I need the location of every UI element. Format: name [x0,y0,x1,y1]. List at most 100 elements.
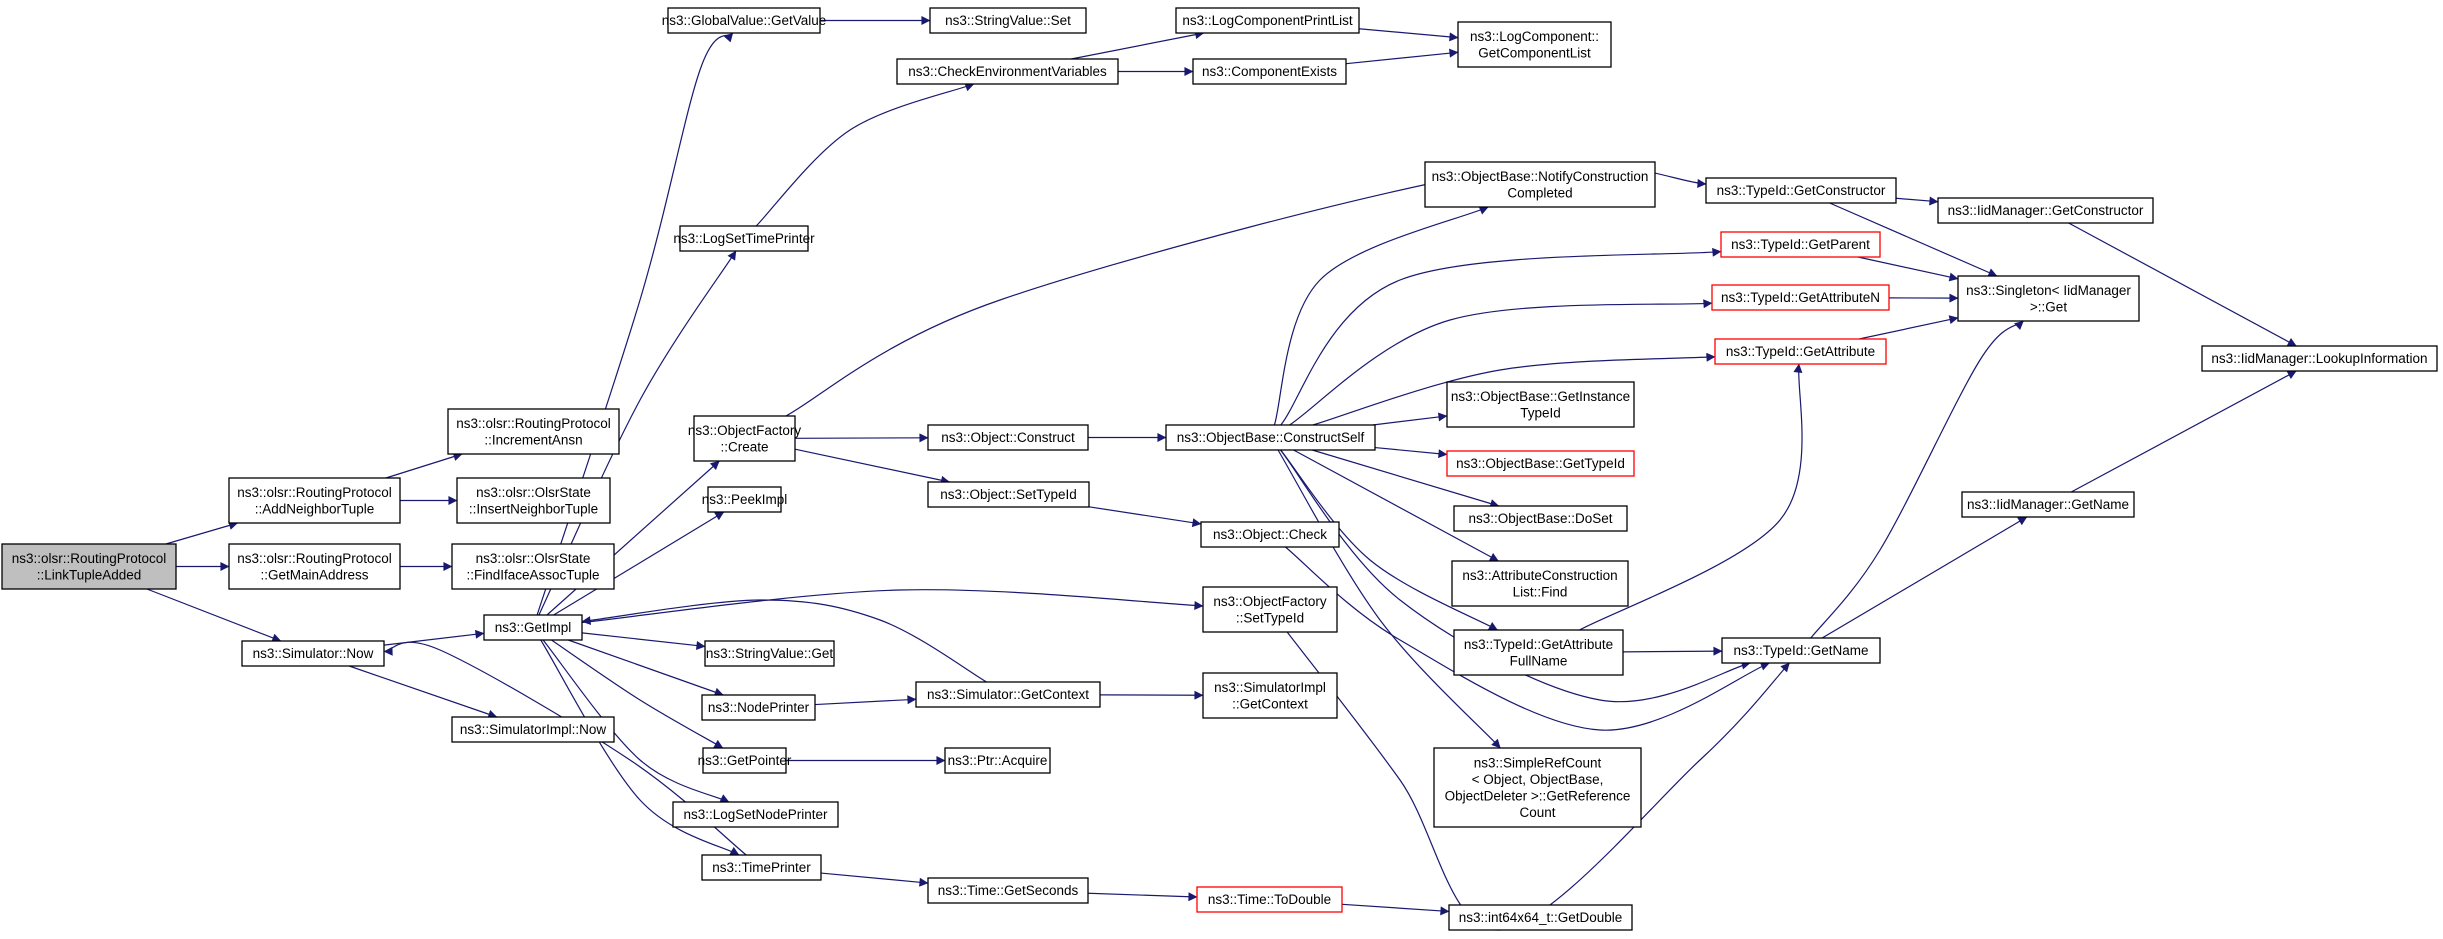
node-box [915,681,1101,708]
node-label: ns3::SimulatorImpl::Now [460,722,607,737]
node-getMainAddress[interactable]: ns3::olsr::RoutingProtocol::GetMainAddre… [228,543,401,590]
node-simImplNow[interactable]: ns3::SimulatorImpl::Now [451,716,615,743]
node-label: ns3::LogSetTimePrinter [673,231,815,246]
node-logCompGetList[interactable]: ns3::LogComponent::GetComponentList [1457,21,1612,68]
node-svSet[interactable]: ns3::StringValue::Set [929,7,1087,34]
node-label: < Object, ObjectBase, [1472,772,1604,787]
node-box [447,408,620,455]
node-label: ns3::CheckEnvironmentVariables [908,64,1107,79]
node-label: ns3::NodePrinter [708,700,810,715]
node-box [1457,21,1612,68]
node-int64GetDouble[interactable]: ns3::int64x64_t::GetDouble [1448,904,1633,931]
node-simNow[interactable]: ns3::Simulator::Now [241,640,385,667]
node-box [1433,747,1642,828]
edge-tidGetParent-to-singletonGet [1857,256,1959,282]
node-ptrAcquire[interactable]: ns3::Ptr::Acquire [944,747,1051,774]
node-incAnsn[interactable]: ns3::olsr::RoutingProtocol::IncrementAns… [447,408,620,455]
edge-logCompPrintList-to-logCompGetList [1358,28,1459,42]
edge-obConstructSelf-to-obGetInstance [1372,412,1448,426]
node-box [1721,637,1881,664]
node-label: ns3::Time::ToDouble [1208,892,1331,907]
node-label: ns3::Singleton< IidManager [1966,283,2131,298]
node-box [1453,505,1628,532]
node-iidGetName[interactable]: ns3::IidManager::GetName [1961,491,2135,518]
edge-obConstructSelf-to-tidGetAttrN [1289,299,1713,426]
node-insertNeighbor[interactable]: ns3::olsr::OlsrState::InsertNeighborTupl… [456,477,611,524]
node-timeToDouble[interactable]: ns3::Time::ToDouble [1196,886,1343,913]
node-box [667,7,821,34]
node-box [1424,161,1656,208]
node-box [451,716,615,743]
node-logSetTimePrinter[interactable]: ns3::LogSetTimePrinter [673,225,815,252]
node-peekImpl[interactable]: ns3::PeekImpl [702,486,788,513]
node-tidGetConstructor[interactable]: ns3::TypeId::GetConstructor [1705,177,1897,204]
node-label: ns3::TypeId::GetName [1733,643,1868,658]
node-checkEnv[interactable]: ns3::CheckEnvironmentVariables [896,58,1119,85]
node-findIface[interactable]: ns3::olsr::OlsrState::FindIfaceAssocTupl… [451,543,615,590]
node-singletonGet[interactable]: ns3::Singleton< IidManager>::Get [1957,275,2140,322]
node-label: ns3::GlobalValue::GetValue [662,13,827,28]
node-label: ::Create [720,439,768,454]
node-label: ns3::GetPointer [698,753,792,768]
node-simpleRefCount[interactable]: ns3::SimpleRefCount< Object, ObjectBase,… [1433,747,1642,828]
node-obDoSet[interactable]: ns3::ObjectBase::DoSet [1453,505,1628,532]
node-tidGetName[interactable]: ns3::TypeId::GetName [1721,637,1881,664]
edge-iidGetName-to-iidLookup [2070,370,2297,493]
node-obGetTypeId[interactable]: ns3::ObjectBase::GetTypeId [1446,450,1635,477]
edge-tidGetConstructor-to-singletonGet [1829,202,1998,277]
node-getPointer[interactable]: ns3::GetPointer [698,747,792,774]
edge-obConstructSelf-to-tidGetParent [1280,247,1722,426]
node-logCompPrintList[interactable]: ns3::LogComponentPrintList [1175,7,1360,34]
node-nodePrinter[interactable]: ns3::NodePrinter [701,694,816,721]
node-label: ns3::ObjectFactory [1213,594,1327,609]
node-svGet[interactable]: ns3::StringValue::Get [704,640,835,667]
node-iidLookup[interactable]: ns3::IidManager::LookupInformation [2201,345,2438,372]
node-compExists[interactable]: ns3::ComponentExists [1192,58,1347,85]
edge-iidGetConstructor-to-iidLookup [2068,222,2297,347]
edge-tidGetConstructor-to-iidGetConstructor [1895,196,1939,206]
node-box [701,694,816,721]
edge-obConstructSelf-to-obNotify [1273,206,1489,426]
node-box [929,7,1087,34]
node-gvGetValue[interactable]: ns3::GlobalValue::GetValue [662,7,827,34]
node-box [707,486,782,513]
node-label: ns3::AttributeConstruction [1462,568,1617,583]
node-objSetTypeId[interactable]: ns3::Object::SetTypeId [927,481,1090,508]
edge-obConstructSelf-to-attrConstrFind [1293,449,1499,562]
node-obNotify[interactable]: ns3::ObjectBase::NotifyConstructionCompl… [1424,161,1656,208]
edge-simNow-to-simImplNow [348,665,498,719]
edge-timeToDouble-to-int64GetDouble [1341,903,1450,916]
node-simGetContext[interactable]: ns3::Simulator::GetContext [915,681,1101,708]
node-label: ns3::int64x64_t::GetDouble [1459,910,1623,925]
node-timePrinter[interactable]: ns3::TimePrinter [701,854,822,881]
node-addNeighbor[interactable]: ns3::olsr::RoutingProtocol::AddNeighborT… [228,477,401,524]
node-box [228,543,401,590]
node-label: ns3::Object::SetTypeId [940,487,1077,502]
node-iidGetConstructor[interactable]: ns3::IidManager::GetConstructor [1937,197,2154,224]
node-objConstruct[interactable]: ns3::Object::Construct [927,424,1089,451]
node-obConstructSelf[interactable]: ns3::ObjectBase::ConstructSelf [1165,424,1376,451]
node-logSetNodePrinter[interactable]: ns3::LogSetNodePrinter [672,801,839,828]
node-tidGetAttrN[interactable]: ns3::TypeId::GetAttributeN [1711,284,1890,311]
node-ofSetTypeId[interactable]: ns3::ObjectFactory::SetTypeId [1202,586,1338,633]
node-timeGetSeconds[interactable]: ns3::Time::GetSeconds [927,877,1089,904]
node-tidGetAttr[interactable]: ns3::TypeId::GetAttribute [1714,338,1887,365]
node-label: ns3::ComponentExists [1202,64,1337,79]
node-box [927,877,1089,904]
node-objFactoryCreate[interactable]: ns3::ObjectFactory::Create [688,415,802,462]
node-box [1451,560,1629,607]
node-box [241,640,385,667]
node-box [1705,177,1897,204]
node-label: ::GetMainAddress [260,567,368,582]
node-simImplGetContext[interactable]: ns3::SimulatorImpl::GetContext [1202,672,1338,719]
node-root[interactable]: ns3::olsr::RoutingProtocol::LinkTupleAdd… [1,543,177,590]
node-getImpl[interactable]: ns3::GetImpl [483,614,583,641]
node-objCheck[interactable]: ns3::Object::Check [1200,521,1340,548]
node-label: ns3::TypeId::GetParent [1731,237,1870,252]
node-box [702,747,787,774]
edge-logSetTimePrinter-to-checkEnv [755,82,975,227]
node-tidGetParent[interactable]: ns3::TypeId::GetParent [1720,231,1881,258]
